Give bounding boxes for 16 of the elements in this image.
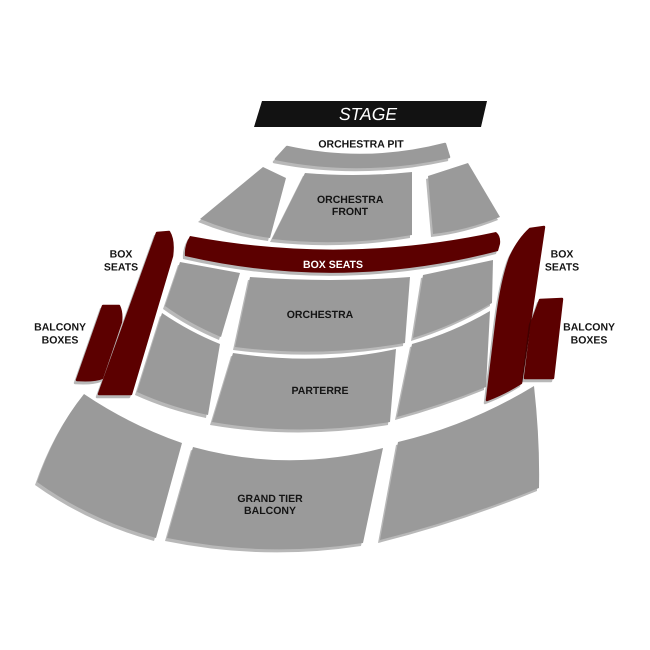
section-label: ORCHESTRA	[286, 308, 354, 322]
seating-section	[395, 310, 492, 420]
stage-platform	[253, 100, 489, 128]
seating-section	[135, 311, 222, 418]
section-label: BOX SEATS	[104, 248, 138, 274]
stage-label: STAGE	[338, 104, 398, 124]
box-seating-section	[523, 298, 564, 381]
section-label: BOX SEATS	[544, 248, 580, 274]
section-label: PARTERRE	[292, 384, 348, 398]
section-label: BOX SEATS	[303, 258, 363, 271]
section-label: GRAND TIER BALCONY	[236, 492, 304, 518]
section-label: ORCHESTRA FRONT	[316, 194, 384, 218]
section-label: ORCHESTRA PIT	[318, 138, 404, 152]
section-label: BALCONY BOXES	[34, 321, 86, 347]
seating-section	[411, 259, 495, 341]
section-label: BALCONY BOXES	[563, 321, 615, 347]
